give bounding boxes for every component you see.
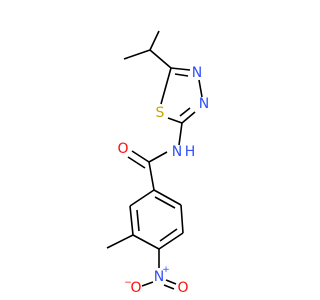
- bond-c2-nh: [178, 122, 183, 146]
- bond-benzene-c4-c5: [158, 232, 184, 250]
- bond-ring-methyl: [106, 234, 134, 249]
- charge-o-nitro-minus: −: [124, 278, 132, 288]
- bond-benzene-c2-c3-inner: [136, 209, 140, 232]
- bond-isopropyl-ch-methyl-left: [123, 49, 151, 60]
- atom-n-amide: N: [172, 144, 182, 160]
- bond-benzene-c3-c4: [132, 234, 160, 250]
- atom-n-nitro: N: [154, 269, 164, 285]
- bond-carbonyl-ring: [148, 161, 155, 191]
- bond-n3-c2-double: [181, 111, 196, 124]
- atom-n-thiadiazole-lower: N: [199, 96, 209, 112]
- bond-carbonyl-o-double-a: [131, 150, 150, 163]
- atom-o-nitro-left: O: [130, 280, 141, 296]
- bond-n3-c2-double-inner: [179, 107, 191, 117]
- atom-label-layer: N N S N H O N + O − O: [117, 65, 209, 296]
- bond-nitro-o-right-a: [165, 279, 177, 285]
- bond-isopropyl-ch-methyl-right: [149, 30, 160, 51]
- bond-s1-c5: [160, 67, 172, 105]
- bond-benzene-c6-c1-inner: [154, 196, 176, 209]
- bond-benzene-c4-c5-inner: [159, 228, 178, 242]
- bond-benzene-c1-c2: [129, 189, 155, 207]
- bond-layer: [106, 30, 203, 290]
- atom-o-nitro-right: O: [177, 280, 188, 296]
- bond-benzene-c2-c3: [129, 205, 134, 236]
- bond-c5-n4-double: [170, 67, 191, 71]
- atom-o-amide: O: [117, 141, 128, 157]
- bond-c5-n4-double-inner: [174, 73, 189, 77]
- bond-benzene-c6-c1: [153, 189, 182, 206]
- bond-nitro-o-right-b: [163, 284, 175, 290]
- bond-c2-s1: [167, 117, 183, 124]
- bond-n4-n3: [198, 79, 203, 98]
- bond-nh-carbonyl: [148, 151, 168, 163]
- bond-isopropyl-ch-ring: [149, 49, 172, 69]
- atom-h-amide: H: [185, 144, 196, 160]
- charge-n-nitro-plus: +: [162, 265, 170, 275]
- molecule-structure-diagram: N N S N H O N + O − O: [106, 30, 209, 296]
- atom-n-thiadiazole-upper: N: [192, 65, 202, 81]
- bond-carbonyl-o-double-b: [127, 156, 146, 169]
- bond-benzene-c5-c6: [180, 204, 184, 234]
- bond-nitro-o-left: [141, 281, 154, 287]
- atom-s-thiadiazole: S: [156, 105, 165, 121]
